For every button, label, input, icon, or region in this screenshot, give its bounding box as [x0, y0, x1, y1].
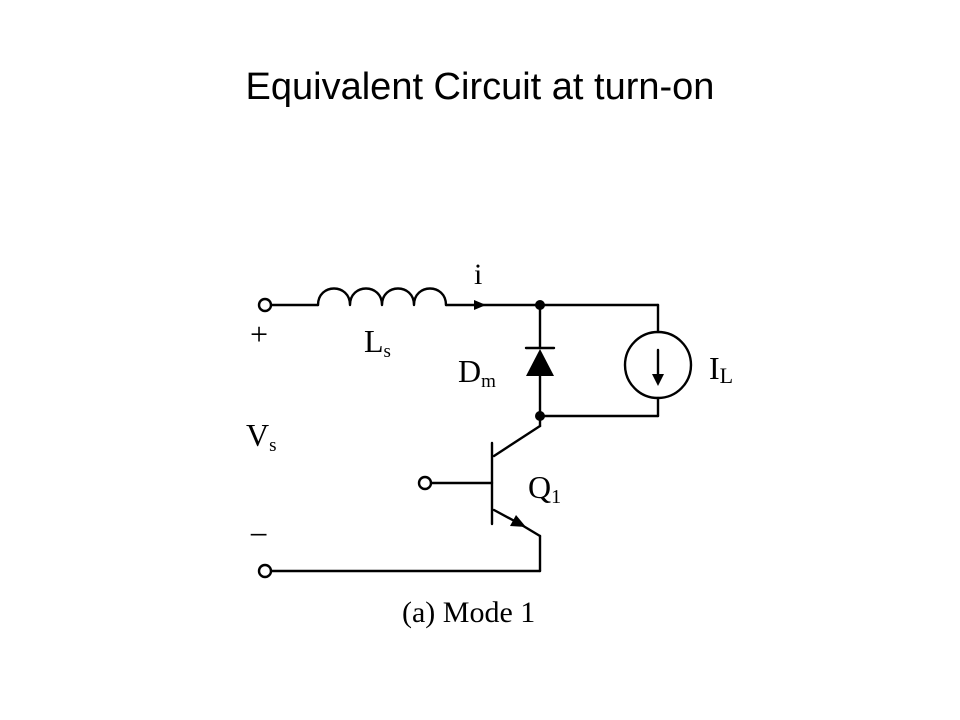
minus-sign: − [249, 517, 268, 554]
slide-title: Equivalent Circuit at turn-on [245, 66, 715, 108]
inductor-ls [316, 287, 448, 307]
emitter-wire [518, 522, 542, 538]
transistor-symbol: Q [528, 469, 551, 505]
diode-subscript: m [481, 371, 496, 392]
current-source-label: IL [709, 350, 733, 388]
base-terminal [417, 475, 433, 491]
diode-symbol: D [458, 353, 481, 389]
source-voltage-subscript: s [269, 435, 276, 456]
transistor-subscript: 1 [551, 486, 561, 508]
source-voltage-label: Vs [246, 417, 277, 456]
negative-terminal [257, 563, 273, 579]
diode-icon [526, 349, 554, 376]
figure-caption: (a) Mode 1 [402, 596, 535, 629]
current-source-subscript: L [720, 363, 733, 388]
current-source-symbol: I [709, 350, 720, 386]
current-arrow-icon [474, 300, 486, 310]
collector-lead [492, 424, 542, 458]
inductor-symbol: L [364, 323, 384, 359]
source-arrow-icon [652, 374, 664, 386]
inductor-label: Ls [364, 323, 391, 362]
transistor-label: Q1 [528, 469, 561, 508]
plus-sign: + [250, 316, 268, 352]
diode-label: Dm [458, 353, 496, 392]
inductor-subscript: s [384, 341, 391, 362]
source-voltage-symbol: V [246, 417, 269, 453]
positive-terminal [257, 297, 273, 313]
current-label: i [474, 258, 482, 291]
